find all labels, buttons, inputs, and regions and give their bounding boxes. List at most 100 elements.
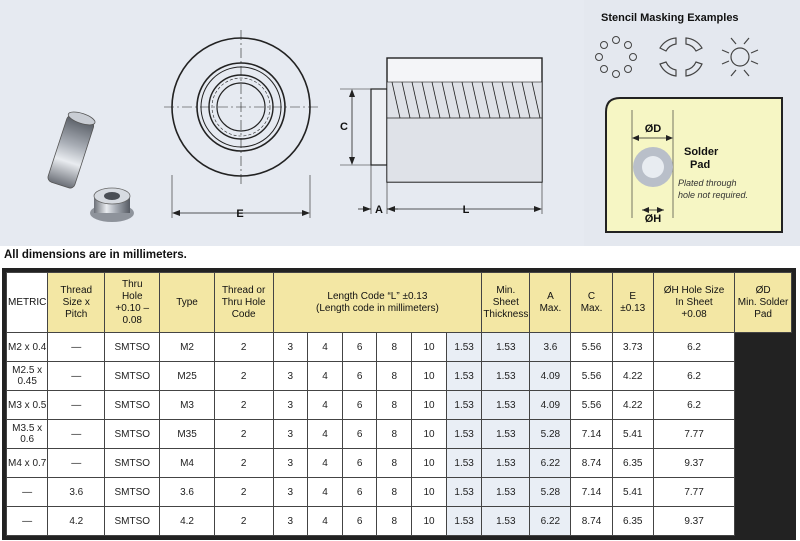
cell-len-3: 4 (307, 361, 343, 391)
cell-c-max: 6.22 (529, 448, 572, 478)
cell-thread-code: 3.6 (159, 477, 215, 507)
cell-od: 6.2 (652, 361, 736, 391)
stencil-quad-example (659, 37, 703, 77)
header-length-code: Length Code “L” ±0.13(Length code in mil… (272, 272, 483, 333)
cell-thru-hole: — (47, 332, 106, 362)
cell-thread-code: M35 (159, 419, 215, 449)
dim-label-e: E (236, 208, 243, 220)
cell-c-max: 3.6 (529, 332, 572, 362)
cell-e: 5.56 (570, 390, 613, 420)
cell-len-5: 8 (376, 419, 413, 449)
cell-thru-hole: — (47, 390, 106, 420)
drawing-canvas: E C A L (47, 0, 800, 246)
end-view (164, 30, 318, 218)
cell-c-max: 6.22 (529, 506, 572, 536)
cell-len-1: 2 (213, 506, 274, 536)
dim-label-c: C (340, 121, 348, 133)
cell-od: 9.37 (652, 448, 736, 478)
cell-len-1: 2 (213, 477, 274, 507)
cell-len-4: 6 (341, 448, 378, 478)
cell-oh: 3.73 (611, 332, 654, 362)
cell-len-3: 4 (307, 448, 343, 478)
cell-len-4: 6 (341, 477, 378, 507)
cell-len-4: 6 (341, 390, 378, 420)
cell-len-6: 10 (411, 506, 447, 536)
cell-od: 6.2 (652, 332, 736, 362)
cell-len-2: 3 (272, 390, 309, 420)
cell-thread: M4 x 0.7 (5, 448, 49, 478)
cell-min-sheet: 1.53 (445, 448, 483, 478)
cell-min-sheet: 1.53 (445, 506, 483, 536)
oh-label: ØH (645, 213, 662, 225)
cell-len-6: 10 (411, 390, 447, 420)
cell-oh: 5.41 (611, 477, 654, 507)
cell-len-6: 10 (411, 332, 447, 362)
cell-e: 8.74 (570, 448, 613, 478)
cell-len-6: 10 (411, 448, 447, 478)
cell-type: SMTSO (104, 390, 161, 420)
stencil-title: Stencil Masking Examples (601, 12, 739, 24)
cell-c-max: 5.28 (529, 419, 572, 449)
plated-note-line1: Plated through (678, 178, 737, 188)
header-e: E±0.13 (611, 272, 654, 333)
cell-len-5: 8 (376, 332, 413, 362)
cell-od: 9.37 (652, 506, 736, 536)
cell-thread: M2.5 x 0.45 (5, 361, 49, 391)
cell-e: 5.56 (570, 332, 613, 362)
cell-c-max: 5.28 (529, 477, 572, 507)
cell-type: SMTSO (104, 361, 161, 391)
cell-len-2: 3 (272, 419, 309, 449)
technical-drawing: E C A L (0, 0, 800, 246)
cell-od: 7.77 (652, 419, 736, 449)
cell-e: 7.14 (570, 477, 613, 507)
cell-od: 7.77 (652, 477, 736, 507)
stencil-segment-example (721, 37, 759, 77)
cell-thread: M3 x 0.5 (5, 390, 49, 420)
cell-type: SMTSO (104, 419, 161, 449)
cell-len-1: 2 (213, 361, 274, 391)
cell-e: 5.56 (570, 361, 613, 391)
cell-thread-code: M3 (159, 390, 215, 420)
metric-side-label: METRIC (5, 272, 49, 333)
cell-len-6: 10 (411, 477, 447, 507)
cell-c-max: 4.09 (529, 361, 572, 391)
solder-pad-diagram (605, 97, 783, 233)
cell-e: 7.14 (570, 419, 613, 449)
cell-len-3: 4 (307, 477, 343, 507)
cell-len-2: 3 (272, 332, 309, 362)
cell-len-1: 2 (213, 448, 274, 478)
cell-len-3: 4 (307, 390, 343, 420)
cell-len-2: 3 (272, 361, 309, 391)
cell-thread-code: M25 (159, 361, 215, 391)
cell-len-5: 8 (376, 477, 413, 507)
cell-a-max: 1.53 (481, 419, 531, 449)
cell-min-sheet: 1.53 (445, 332, 483, 362)
cell-c-max: 4.09 (529, 390, 572, 420)
cell-od: 6.2 (652, 390, 736, 420)
cell-len-5: 8 (376, 506, 413, 536)
cell-len-4: 6 (341, 332, 378, 362)
cell-a-max: 1.53 (481, 361, 531, 391)
cell-thru-hole: — (47, 419, 106, 449)
cell-min-sheet: 1.53 (445, 419, 483, 449)
solder-pad-label-line2: Pad (690, 159, 710, 171)
cell-len-1: 2 (213, 390, 274, 420)
solder-pad-label-line1: Solder (684, 146, 719, 158)
cell-len-6: 10 (411, 361, 447, 391)
cell-len-2: 3 (272, 477, 309, 507)
